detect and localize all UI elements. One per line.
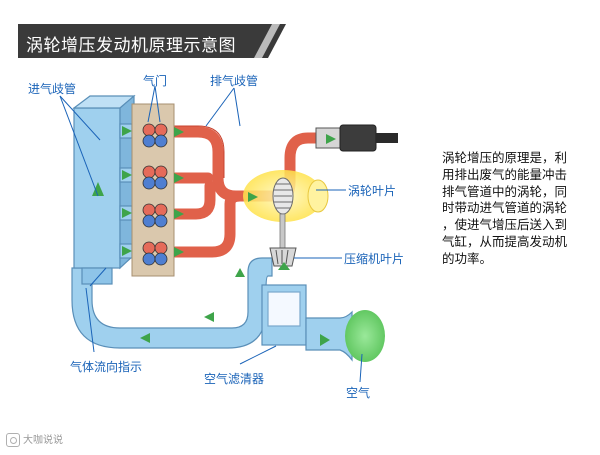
- label-intake-manifold: 进气歧管: [28, 82, 77, 96]
- description-line: 气缸，从而提高发动机: [442, 233, 568, 249]
- turbine-wheel: [272, 177, 294, 215]
- valves: [142, 123, 168, 266]
- watermark-logo-icon: [6, 433, 20, 447]
- diagram-title: 涡轮增压发动机原理示意图: [26, 36, 236, 56]
- label-compressor-blade: 压缩机叶片: [344, 252, 405, 266]
- label-valve: 气门: [143, 74, 168, 88]
- label-flow-direction: 气体流向指示: [70, 360, 143, 374]
- watermark-text: 大咖说说: [23, 435, 63, 446]
- description-line: 用排出废气的能量冲击: [442, 166, 568, 182]
- air-cloud: [345, 310, 385, 362]
- intake-pipe: [71, 257, 353, 362]
- description-line: 的功率。: [442, 250, 493, 266]
- title-banner: [18, 24, 286, 58]
- muffler: [315, 124, 398, 152]
- turbo-shaft: [279, 213, 286, 249]
- watermark: 大咖说说: [6, 431, 63, 447]
- exhaust-pipes: [164, 126, 324, 258]
- compressor-wheel: [269, 247, 297, 267]
- flow-arrows: [92, 126, 336, 346]
- label-air: 空气: [346, 386, 371, 400]
- intake-manifold: [72, 94, 136, 285]
- label-air-filter: 空气滤清器: [204, 372, 265, 386]
- description-line: 涡轮增压的原理是，利: [442, 150, 568, 165]
- description-line: ，使进气增压后送入到: [442, 217, 568, 233]
- label-exhaust-manifold: 排气歧管: [210, 74, 259, 88]
- description-text: 涡轮增压的原理是，利 用排出废气的能量冲击 排气管道中的涡轮，同 时带动进气管道…: [442, 150, 592, 268]
- leader-lines: [59, 85, 363, 383]
- description-line: 排气管道中的涡轮，同: [442, 183, 568, 199]
- label-turbine-blade: 涡轮叶片: [348, 184, 397, 198]
- description-line: 时带动进气管道的涡轮: [442, 200, 568, 216]
